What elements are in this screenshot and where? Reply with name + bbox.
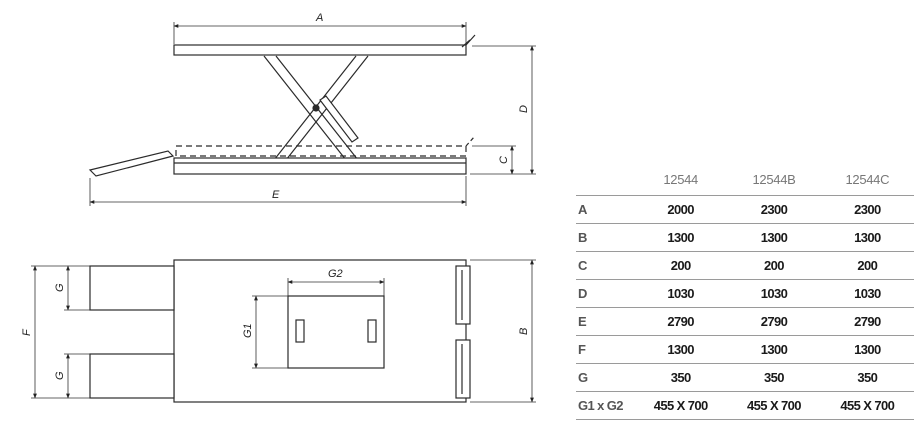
row-label: C bbox=[576, 251, 634, 280]
row-label: G bbox=[576, 363, 634, 392]
top-view-dimensions bbox=[31, 259, 536, 403]
table-row: B 1300 1300 1300 bbox=[576, 223, 914, 252]
spec-table: 12544 12544B 12544C A 2000 2300 2300 B 1… bbox=[576, 163, 914, 420]
cell-value: 350 bbox=[820, 363, 914, 392]
scissor-pivot bbox=[312, 104, 320, 112]
cell-value: 1300 bbox=[727, 223, 821, 252]
top-ramp-lower bbox=[89, 353, 175, 399]
platform-end-tab bbox=[461, 34, 476, 48]
header-model-12544c: 12544C bbox=[845, 171, 890, 187]
row-label: D bbox=[576, 279, 634, 308]
base-frame bbox=[173, 157, 467, 175]
cell-value: 200 bbox=[634, 251, 728, 280]
table-row: G 350 350 350 bbox=[576, 363, 914, 392]
dim-c-label: C bbox=[498, 156, 510, 164]
cell-value: 200 bbox=[820, 251, 914, 280]
end-pad-lower bbox=[455, 339, 471, 399]
lowered-platform-outline bbox=[175, 145, 467, 157]
cell-value: 2300 bbox=[820, 195, 914, 224]
row-label: E bbox=[576, 307, 634, 336]
row-label: A bbox=[576, 195, 634, 224]
cell-value: 1030 bbox=[634, 279, 728, 308]
cell-value: 1300 bbox=[727, 335, 821, 364]
plate-slot-left bbox=[295, 319, 305, 343]
header-model-12544: 12544 bbox=[663, 171, 698, 187]
dim-g1-label: G1 bbox=[242, 323, 254, 338]
spec-table-header: 12544 12544B 12544C bbox=[576, 163, 914, 196]
top-ramp-upper bbox=[89, 265, 175, 311]
cell-value: 455 X 700 bbox=[820, 391, 914, 420]
raised-platform bbox=[173, 44, 467, 56]
access-ramp bbox=[88, 150, 175, 177]
dim-g2-label: G2 bbox=[328, 268, 343, 280]
cell-value: 1030 bbox=[820, 279, 914, 308]
cell-value: 1300 bbox=[820, 223, 914, 252]
side-view-dimensions bbox=[89, 22, 536, 206]
table-row: C 200 200 200 bbox=[576, 251, 914, 280]
cell-value: 2000 bbox=[634, 195, 728, 224]
table-row: E 2790 2790 2790 bbox=[576, 307, 914, 336]
dim-g-top-label: G bbox=[54, 283, 66, 292]
cell-value: 1300 bbox=[634, 335, 728, 364]
row-label: B bbox=[576, 223, 634, 252]
dim-b-label: B bbox=[518, 328, 530, 335]
cell-value: 2300 bbox=[727, 195, 821, 224]
row-label: G1 x G2 bbox=[576, 391, 634, 420]
cell-value: 350 bbox=[634, 363, 728, 392]
table-row: F 1300 1300 1300 bbox=[576, 335, 914, 364]
plate-slot-right bbox=[367, 319, 377, 343]
cell-value: 2790 bbox=[727, 307, 821, 336]
header-model-12544b: 12544B bbox=[752, 171, 796, 187]
top-view bbox=[89, 259, 471, 403]
header-blank bbox=[576, 163, 634, 196]
cell-value: 455 X 700 bbox=[727, 391, 821, 420]
hydraulic-cylinder bbox=[319, 95, 359, 143]
table-row: A 2000 2300 2300 bbox=[576, 195, 914, 224]
cell-value: 2790 bbox=[820, 307, 914, 336]
dim-d-label: D bbox=[518, 105, 530, 113]
cell-value: 455 X 700 bbox=[634, 391, 728, 420]
cell-value: 1300 bbox=[634, 223, 728, 252]
cell-value: 200 bbox=[727, 251, 821, 280]
cell-value: 2790 bbox=[634, 307, 728, 336]
dim-e-label: E bbox=[272, 189, 280, 201]
dim-g-bottom-label: G bbox=[54, 371, 66, 380]
row-label: F bbox=[576, 335, 634, 364]
end-pad-upper bbox=[455, 265, 471, 325]
cell-value: 1030 bbox=[727, 279, 821, 308]
cell-value: 1300 bbox=[820, 335, 914, 364]
lowered-end-tab bbox=[465, 135, 476, 147]
table-row: D 1030 1030 1030 bbox=[576, 279, 914, 308]
dim-f-label: F bbox=[21, 328, 33, 336]
cell-value: 350 bbox=[727, 363, 821, 392]
side-view bbox=[88, 34, 476, 177]
table-row: G1 x G2 455 X 700 455 X 700 455 X 700 bbox=[576, 391, 914, 420]
dim-a-label: A bbox=[315, 12, 323, 24]
